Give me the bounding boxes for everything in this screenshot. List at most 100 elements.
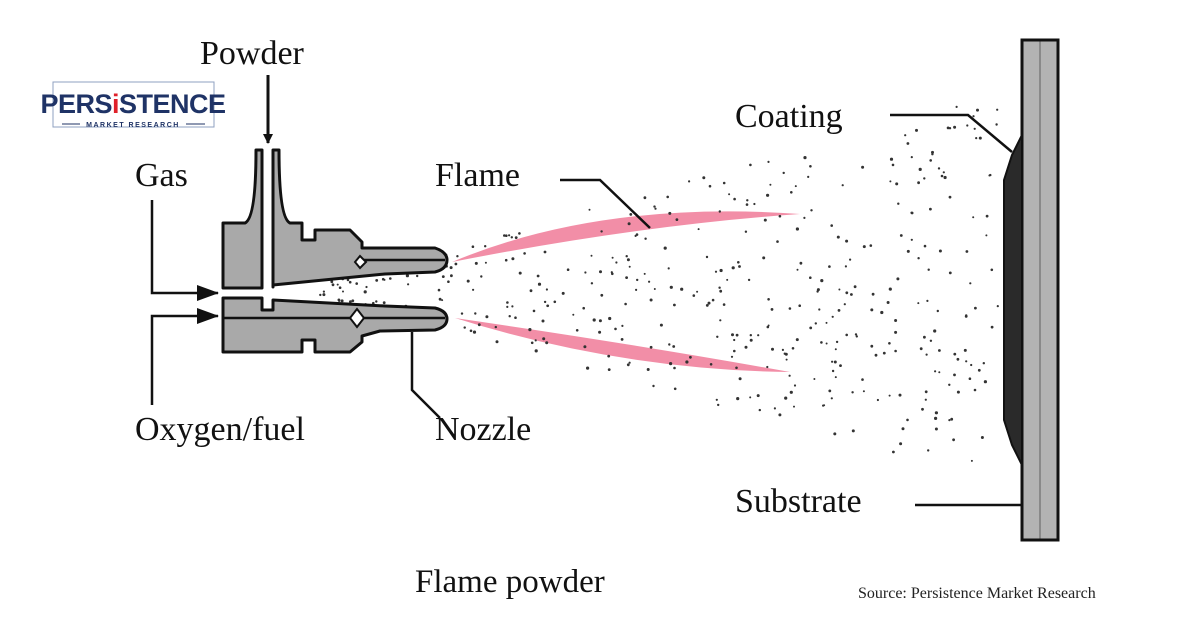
- powder-particle: [788, 307, 792, 310]
- nozzle-leader: [410, 332, 441, 419]
- powder-particle: [894, 330, 898, 334]
- powder-particle: [705, 255, 709, 259]
- powder-particle: [976, 108, 979, 112]
- logo-text: PERSiSTENCE: [40, 89, 225, 119]
- powder-particle: [978, 136, 982, 140]
- powder-particle: [965, 250, 969, 253]
- powder-particle: [726, 278, 729, 281]
- powder-particle: [830, 224, 833, 227]
- powder-particle: [975, 137, 978, 140]
- powder-particle: [854, 333, 858, 336]
- powder-particle: [820, 279, 824, 283]
- powder-particle: [590, 254, 593, 257]
- powder-particle: [733, 349, 736, 353]
- powder-particle: [389, 277, 392, 280]
- powder-particle: [963, 348, 967, 352]
- powder-particle: [906, 249, 910, 253]
- powder-particle: [746, 199, 749, 202]
- powder-particle: [598, 319, 602, 323]
- powder-particle: [982, 362, 985, 365]
- powder-particle: [906, 418, 909, 422]
- powder-particle: [615, 261, 618, 264]
- powder-particle: [966, 124, 969, 127]
- powder-particle: [964, 315, 968, 318]
- powder-particle: [831, 315, 834, 318]
- powder-particle: [600, 230, 603, 233]
- powder-particle: [375, 300, 378, 303]
- powder-particle: [980, 436, 984, 439]
- powder-particle: [795, 227, 800, 231]
- powder-particle: [608, 316, 612, 321]
- powder-particle: [717, 403, 720, 407]
- label-oxygen-fuel: Oxygen/fuel: [135, 411, 305, 448]
- powder-particle: [506, 305, 509, 308]
- powder-particle: [917, 257, 920, 260]
- powder-particle: [582, 306, 585, 310]
- powder-particle: [584, 271, 587, 274]
- powder-particle: [844, 265, 848, 268]
- powder-particle: [931, 150, 934, 154]
- powder-particle: [719, 268, 723, 273]
- powder-particle: [953, 125, 957, 129]
- powder-particle: [718, 210, 721, 213]
- powder-particle: [753, 202, 756, 206]
- powder-particle: [474, 261, 478, 265]
- powder-particle: [940, 174, 944, 178]
- powder-particle: [749, 338, 753, 342]
- powder-particle: [668, 343, 671, 346]
- powder-particle: [625, 255, 628, 258]
- powder-particle: [889, 157, 894, 161]
- powder-particle: [646, 368, 650, 371]
- powder-particle: [588, 208, 591, 211]
- powder-particle: [342, 290, 344, 293]
- powder-particle: [899, 234, 903, 237]
- powder-particle: [762, 256, 766, 260]
- powder-particle: [749, 334, 752, 337]
- powder-particle: [351, 299, 355, 303]
- powder-particle: [529, 289, 533, 293]
- powder-particle: [950, 417, 954, 421]
- powder-particle: [898, 393, 902, 397]
- powder-particle: [876, 398, 880, 402]
- powder-particle: [924, 398, 927, 401]
- powder-particle: [973, 388, 977, 392]
- powder-particle: [627, 222, 631, 226]
- powder-particle: [543, 300, 547, 304]
- powder-particle: [599, 270, 602, 274]
- powder-particle: [889, 180, 892, 183]
- powder-particle: [407, 283, 410, 286]
- powder-particle: [485, 315, 489, 319]
- powder-particle: [943, 175, 947, 180]
- powder-particle: [737, 261, 740, 264]
- powder-particle: [611, 256, 614, 259]
- powder-particle: [972, 115, 975, 118]
- powder-particle: [896, 277, 900, 281]
- powder-particle: [744, 345, 748, 349]
- powder-particle: [763, 218, 767, 222]
- powder-particle: [788, 374, 791, 377]
- powder-particle: [929, 159, 932, 162]
- powder-particle: [572, 313, 575, 316]
- powder-particle: [895, 182, 899, 186]
- powder-particle: [828, 389, 832, 393]
- powder-particle: [836, 235, 840, 239]
- powder-particle: [744, 230, 748, 233]
- powder-particle: [466, 279, 470, 283]
- powder-particle: [652, 384, 655, 388]
- powder-particle: [933, 329, 937, 333]
- powder-particle: [849, 258, 852, 261]
- label-powder: Powder: [200, 35, 305, 72]
- powder-particle: [871, 292, 875, 296]
- powder-particle: [668, 211, 672, 215]
- powder-particle: [495, 340, 499, 344]
- powder-particle: [705, 304, 709, 307]
- powder-particle: [937, 167, 941, 170]
- powder-particle: [927, 268, 930, 271]
- powder-particle: [340, 299, 344, 303]
- powder-particle: [648, 280, 651, 283]
- powder-particle: [767, 324, 770, 327]
- powder-particle: [931, 153, 934, 156]
- powder-particle: [735, 366, 738, 370]
- powder-particle: [438, 297, 442, 301]
